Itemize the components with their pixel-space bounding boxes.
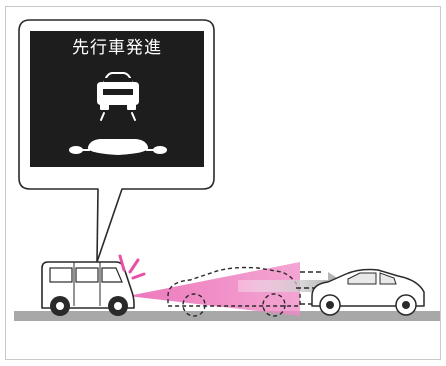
lead-car-window bbox=[104, 78, 132, 82]
own-vehicle-kei-car bbox=[42, 262, 134, 316]
display-title: 先行車発進 bbox=[30, 33, 204, 58]
road-surface bbox=[14, 311, 440, 321]
lead-car-bumper-detail bbox=[103, 89, 133, 95]
